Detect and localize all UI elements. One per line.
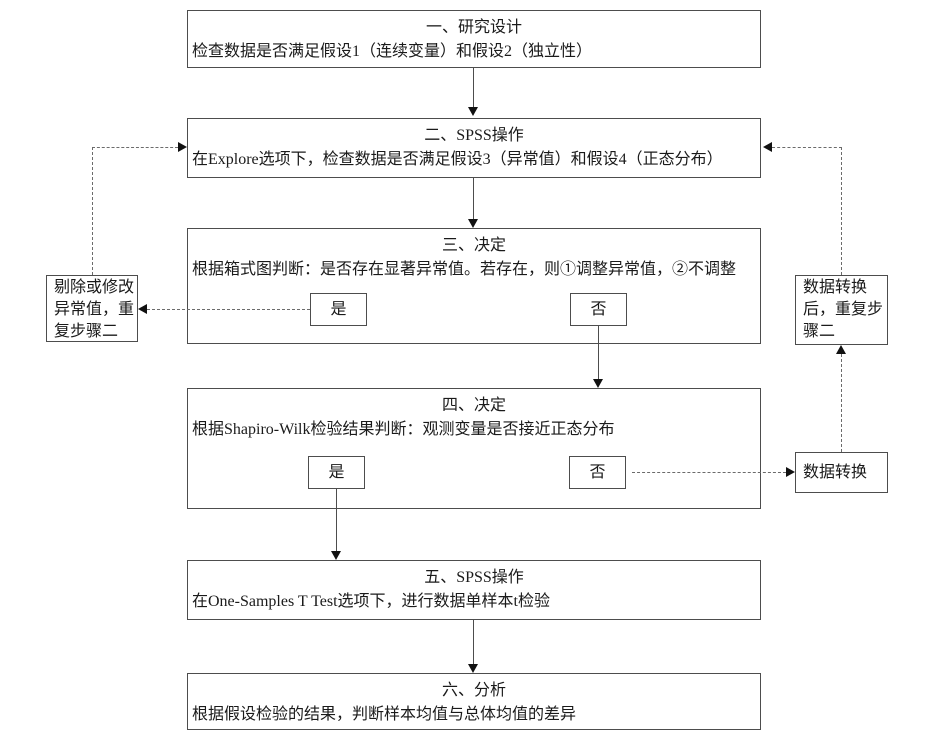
- step2-spss-operation-box: 二、SPSS操作 在Explore选项下，检查数据是否满足假设3（异常值）和假设…: [187, 118, 761, 178]
- step6-title: 六、分析: [441, 682, 506, 699]
- connector-leftloop-step2: [92, 147, 178, 148]
- connector-rightloop-up: [841, 147, 842, 275]
- repeat-after-transform-box: 数据转换 后，重复步 骤二: [795, 275, 888, 345]
- step3-decision-box: 三、决定 根据箱式图判断：是否存在显著异常值。若存在，则①调整异常值，②不调整: [187, 228, 761, 344]
- connector-step1-step2: [473, 68, 474, 107]
- step1-body: 检查数据是否满足假设1（连续变量）和假设2（独立性）: [192, 43, 593, 60]
- connector-transform-rightloop: [841, 354, 842, 452]
- arrowhead-down-icon: [468, 219, 478, 228]
- connector-step3no-step4: [598, 326, 599, 379]
- connector-step2-step3: [473, 178, 474, 219]
- connector-step4no-transform: [632, 472, 786, 473]
- arrowhead-left-icon: [138, 304, 147, 314]
- step3-no-box: 否: [570, 293, 627, 326]
- step5-body: 在One-Samples T Test选项下，进行数据单样本t检验: [192, 593, 550, 610]
- arrowhead-right-icon: [786, 467, 795, 477]
- step4-yes-box: 是: [308, 456, 365, 489]
- step5-spss-operation-box: 五、SPSS操作 在One-Samples T Test选项下，进行数据单样本t…: [187, 560, 761, 620]
- data-transform-box: 数据转换: [795, 452, 888, 493]
- step6-analysis-box: 六、分析 根据假设检验的结果，判断样本均值与总体均值的差异: [187, 673, 761, 730]
- step1-study-design-box: 一、研究设计 检查数据是否满足假设1（连续变量）和假设2（独立性）: [187, 10, 761, 68]
- step2-body: 在Explore选项下，检查数据是否满足假设3（异常值）和假设4（正态分布）: [192, 151, 723, 168]
- arrowhead-right-icon: [178, 142, 187, 152]
- connector-leftloop-up: [92, 147, 93, 275]
- connector-rightloop-step2: [772, 147, 842, 148]
- arrowhead-down-icon: [593, 379, 603, 388]
- step3-yes-box: 是: [310, 293, 367, 326]
- remove-outliers-loop-box: 剔除或修改 异常值，重 复步骤二: [46, 275, 138, 342]
- step6-body: 根据假设检验的结果，判断样本均值与总体均值的差异: [192, 706, 577, 723]
- connector-step4yes-step5: [336, 489, 337, 551]
- step4-title: 四、决定: [441, 397, 506, 414]
- connector-step5-step6: [473, 620, 474, 664]
- step4-no-box: 否: [569, 456, 626, 489]
- connector-step3yes-leftloop: [147, 309, 310, 310]
- arrowhead-down-icon: [331, 551, 341, 560]
- step1-title: 一、研究设计: [425, 19, 522, 36]
- arrowhead-up-icon: [836, 345, 846, 354]
- step3-title: 三、决定: [441, 237, 506, 254]
- arrowhead-down-icon: [468, 107, 478, 116]
- arrowhead-down-icon: [468, 664, 478, 673]
- step4-decision-box: 四、决定 根据Shapiro-Wilk检验结果判断：观测变量是否接近正态分布: [187, 388, 761, 509]
- step3-body: 根据箱式图判断：是否存在显著异常值。若存在，则①调整异常值，②不调整: [192, 261, 737, 278]
- step4-body: 根据Shapiro-Wilk检验结果判断：观测变量是否接近正态分布: [192, 421, 615, 438]
- step5-title: 五、SPSS操作: [424, 569, 524, 586]
- step2-title: 二、SPSS操作: [424, 127, 524, 144]
- arrowhead-left-icon: [763, 142, 772, 152]
